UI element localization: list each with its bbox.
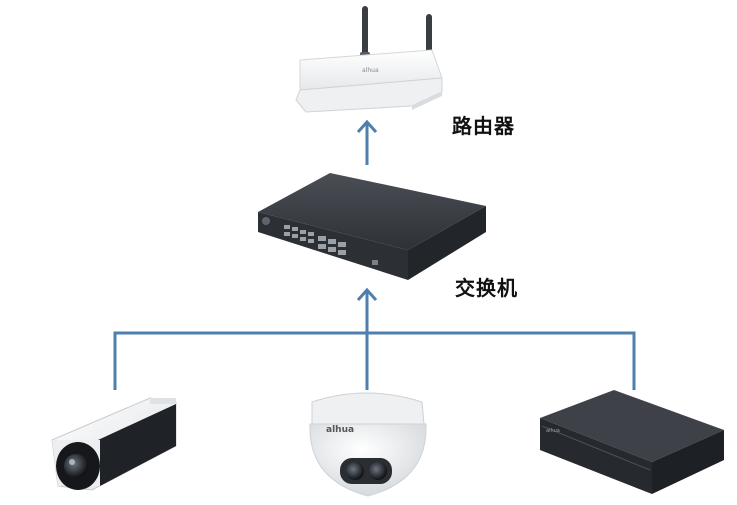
switch-label: 交换机: [455, 276, 518, 300]
dome-camera-icon: alhua: [309, 392, 427, 497]
svg-text:alhua: alhua: [326, 425, 354, 435]
bullet-camera-icon: [51, 397, 177, 491]
connector-lines: [113, 119, 636, 390]
arrow-head-router: [356, 119, 378, 134]
svg-text:alhua: alhua: [362, 67, 379, 74]
nvr-recorder-icon: alhua: [540, 390, 724, 494]
arrow-head-switch: [356, 287, 378, 302]
svg-text:alhua: alhua: [546, 428, 560, 434]
router-label: 路由器: [452, 114, 515, 138]
network-switch-icon: [258, 173, 486, 280]
router-icon: alhua: [295, 6, 443, 113]
camera-bus-line: [113, 331, 636, 390]
